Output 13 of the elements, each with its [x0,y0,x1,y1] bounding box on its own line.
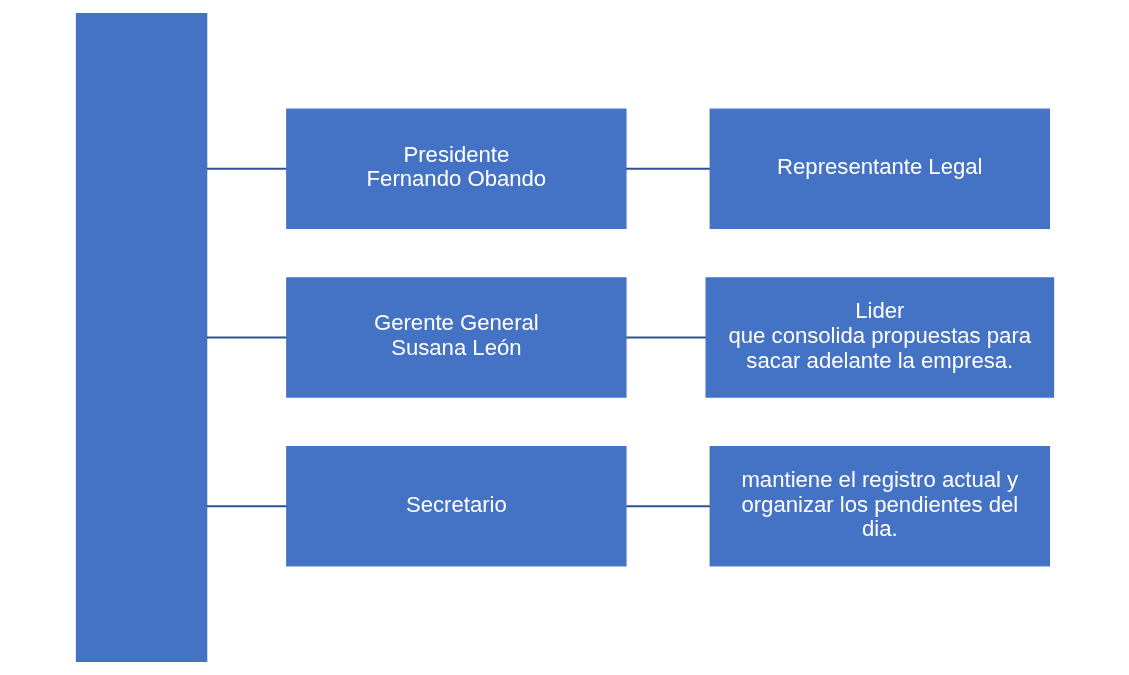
node-box: Lider que consolida propuestas para sacar adelante la empresa. [704,277,1054,398]
node-box: mantiene el registro actual y organizar los pendientes del dia. [709,446,1050,567]
connector [625,505,710,508]
connector [625,167,710,170]
node-box: Gerente General Susana León [285,277,627,398]
connector [625,336,706,339]
node-box: Representante Legal [709,108,1050,229]
node-box: Presidente Fernando Obando [285,108,627,229]
node-bar [75,13,207,662]
connector [206,336,287,339]
connector [206,167,287,170]
connector [206,505,287,508]
node-box: Secretario [285,446,627,567]
